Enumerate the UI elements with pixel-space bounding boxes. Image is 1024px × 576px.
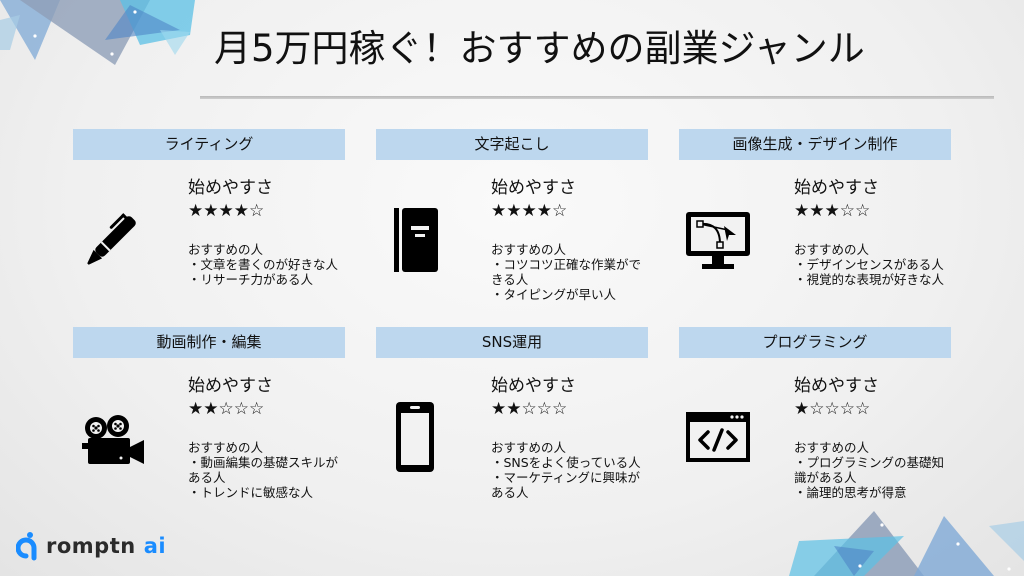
pen-icon [73,201,151,279]
genre-card-video: 動画制作・編集 始めやすさ ★★☆☆☆ おすすめの人 ・動画編集 [73,327,345,512]
recommended-label: おすすめの人 [794,440,870,455]
genre-card-transcription: 文字起こし 始めやすさ ★★★★☆ おすすめの人 ・コツコツ正確な作業ができる人… [376,129,648,314]
recommended-item: ・マーケティングに興味がある人 [491,470,641,500]
star-rating: ★★☆☆☆ [491,399,568,419]
card-title: SNS運用 [376,327,648,358]
genre-card-sns: SNS運用 始めやすさ ★★☆☆☆ おすすめの人 ・SNSをよく使っている人 ・… [376,327,648,512]
recommended-item: ・トレンドに敏感な人 [188,485,314,500]
card-title: プログラミング [679,327,951,358]
star-rating: ★★★★☆ [491,201,568,221]
decorative-polygons-bottom-right [789,511,1024,576]
logo-mark-icon [16,532,37,561]
ease-label: 始めやすさ [794,178,879,198]
card-title: 画像生成・デザイン制作 [679,129,951,160]
recommended-item: ・SNSをよく使っている人 [491,455,641,470]
genre-card-programming: プログラミング 始めやすさ ★☆☆☆☆ おすすめの人 ・プログラミングの基礎知識… [679,327,951,512]
star-rating: ★★★☆☆ [794,201,871,221]
recommended-label: おすすめの人 [188,440,264,455]
recommended-label: おすすめの人 [491,242,567,257]
card-title: 文字起こし [376,129,648,160]
recommended-item: ・プログラミングの基礎知識がある人 [794,455,945,485]
recommended-label: おすすめの人 [794,242,870,257]
recommended-label: おすすめの人 [188,242,264,257]
recommended-item: ・リサーチ力がある人 [188,272,314,287]
recommended-item: ・論理的思考が得意 [794,485,907,500]
title-divider [200,96,994,99]
smartphone-icon [376,399,454,477]
ease-label: 始めやすさ [794,376,879,396]
genre-card-design: 画像生成・デザイン制作 始めやすさ ★★★☆☆ おすすめの人 ・デザインセンスが… [679,129,951,314]
card-title: ライティング [73,129,345,160]
star-rating: ★★☆☆☆ [188,399,265,419]
recommended-label: おすすめの人 [491,440,567,455]
recommended-item: ・デザインセンスがある人 [794,257,944,272]
recommended-item: ・タイピングが早い人 [491,287,617,302]
ease-label: 始めやすさ [491,178,576,198]
video-camera-icon [73,399,151,477]
genre-card-writing: ライティング 始めやすさ ★★★★☆ おすすめの人 ・文章を書くのが好きな人 ・… [73,129,345,314]
card-title: 動画制作・編集 [73,327,345,358]
ease-label: 始めやすさ [491,376,576,396]
code-window-icon [679,399,757,477]
recommended-item: ・コツコツ正確な作業ができる人 [491,257,642,287]
recommended-item: ・動画編集の基礎スキルがある人 [188,455,339,485]
ease-label: 始めやすさ [188,376,273,396]
page-title: 月5万円稼ぐ！おすすめの副業ジャンル [214,27,865,70]
ease-label: 始めやすさ [188,178,273,198]
star-rating: ★★★★☆ [188,201,265,221]
decorative-polygons-top-left [0,0,195,65]
recommended-item: ・視覚的な表現が好きな人 [794,272,945,287]
notebook-icon [376,201,454,279]
recommended-item: ・文章を書くのが好きな人 [188,257,339,272]
star-rating: ★☆☆☆☆ [794,399,871,419]
monitor-design-icon [679,201,757,279]
